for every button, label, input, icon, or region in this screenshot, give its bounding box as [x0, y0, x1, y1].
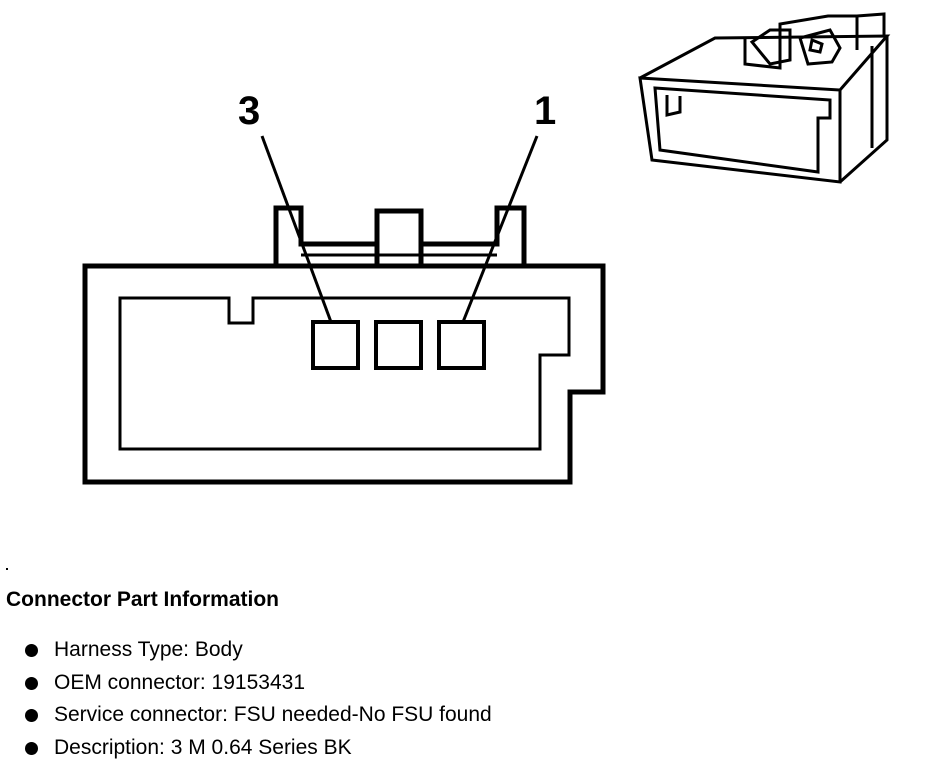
bullet-icon	[25, 676, 38, 690]
list-item-text: Harness Type: Body	[54, 638, 243, 661]
list-item-service-connector: Service connector: FSU needed-No FSU fou…	[6, 699, 906, 732]
stray-dot	[6, 568, 8, 570]
terminal-1	[437, 320, 486, 370]
left-latch-tab	[273, 205, 377, 266]
connector-cavity-outline	[118, 296, 571, 451]
connector-isometric-view	[638, 12, 891, 184]
list-item-text: Service connector: FSU needed-No FSU fou…	[54, 703, 492, 726]
info-list: Harness Type: Body OEM connector: 191534…	[6, 634, 906, 764]
terminal-2	[374, 320, 423, 370]
bullet-icon	[25, 709, 38, 722]
terminal-3	[311, 320, 360, 370]
center-latch-tab	[374, 208, 424, 266]
list-item-description: Description: 3 M 0.64 Series BK	[6, 732, 906, 765]
info-title: Connector Part Information	[6, 588, 280, 611]
list-item-text: Description: 3 M 0.64 Series BK	[54, 735, 352, 759]
list-item-harness-type: Harness Type: Body	[6, 634, 906, 667]
list-item-oem-connector: OEM connector: 19153431	[6, 667, 906, 700]
connector-face-outline	[82, 263, 606, 485]
leader-line-pin-3	[260, 135, 333, 323]
pin-label-3: 3	[238, 89, 260, 133]
leader-line-pin-1	[461, 135, 539, 323]
list-item-text: OEM connector: 19153431	[54, 670, 305, 694]
bullet-icon	[25, 741, 38, 755]
bullet-icon	[25, 644, 38, 657]
right-latch-tab	[421, 205, 527, 266]
connector-part-information: Connector Part Information Harness Type:…	[6, 586, 906, 764]
pin-label-1: 1	[534, 89, 556, 133]
